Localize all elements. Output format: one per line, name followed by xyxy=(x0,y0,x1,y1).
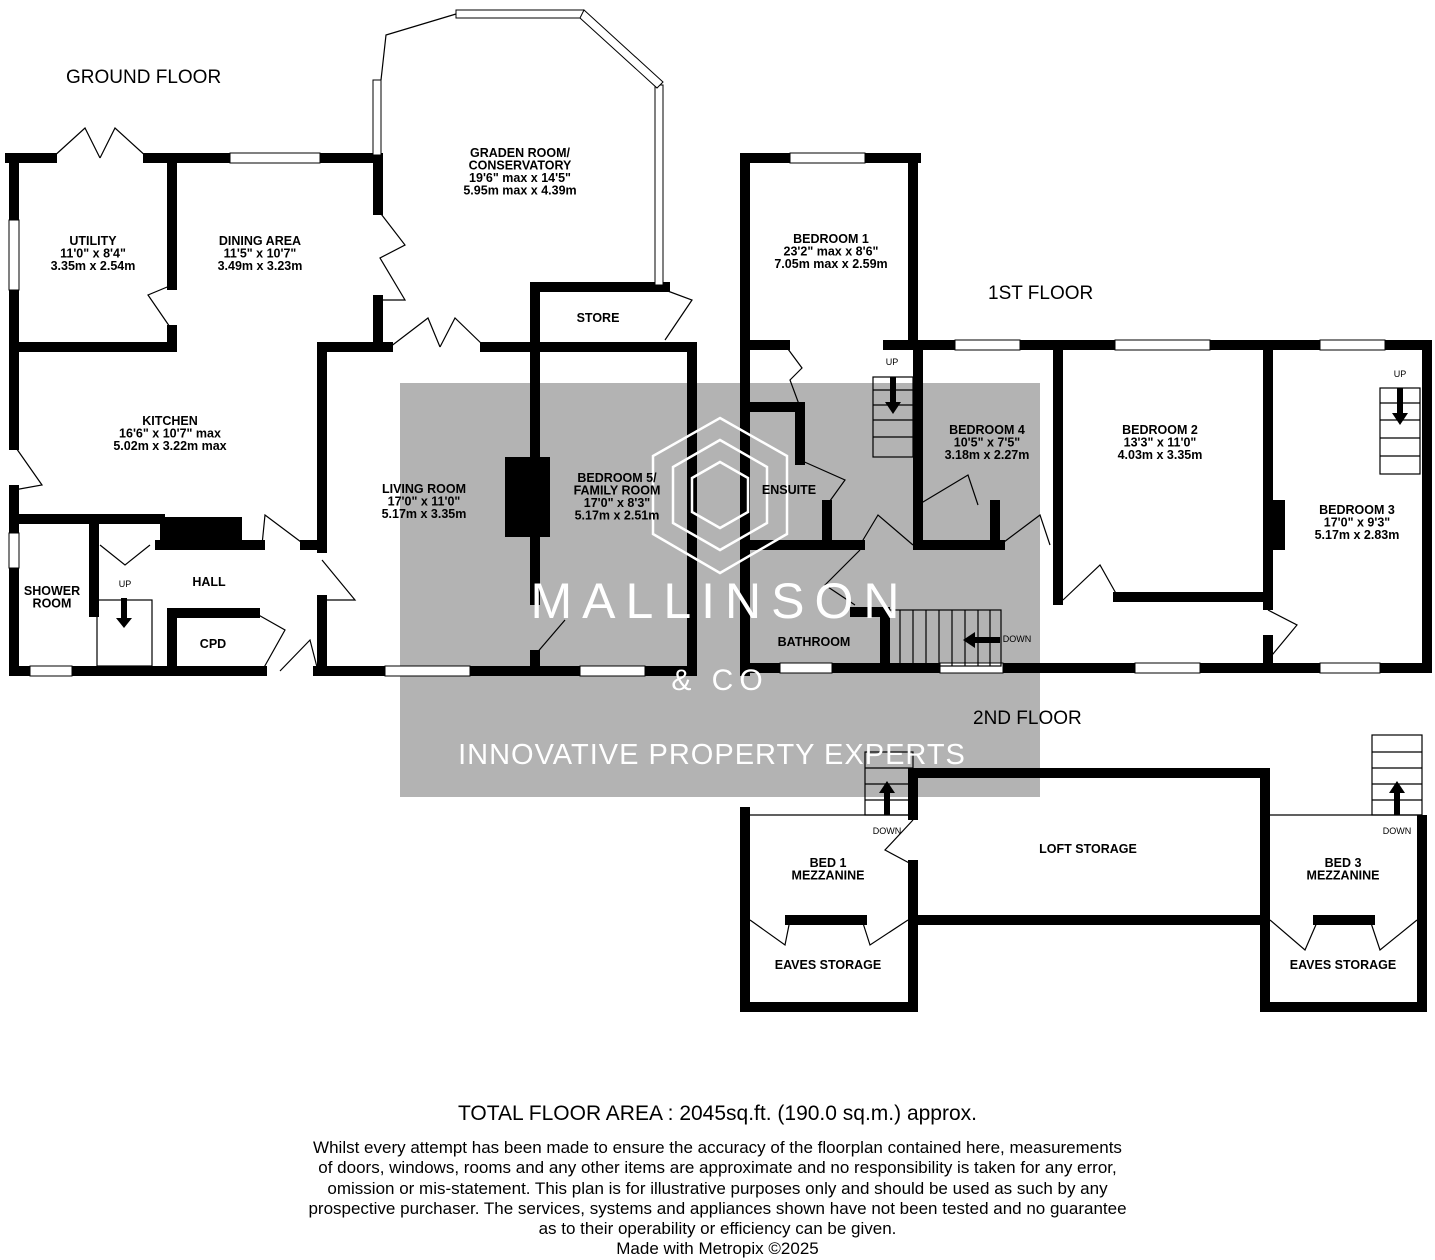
total-floor-area: TOTAL FLOOR AREA : 2045sq.ft. (190.0 sq.… xyxy=(457,1102,977,1125)
room-label-bed3mezz: BED 3 xyxy=(1325,856,1362,870)
disclaimer-line: omission or mis-statement. This plan is … xyxy=(327,1178,1108,1198)
stair-label-up: UP xyxy=(886,357,899,367)
room-label-kitchen: 16'6" x 10'7" max xyxy=(119,427,221,441)
stair-arrow-icon xyxy=(116,598,132,628)
room-label-bedroom5: 17'0" x 8'3" xyxy=(584,496,651,510)
room-label-bed1mezz: MEZZANINE xyxy=(792,869,865,883)
room-label-bedroom3: BEDROOM 3 xyxy=(1319,503,1395,517)
stair-label-up: UP xyxy=(1394,369,1407,379)
room-label-bedroom5: 5.17m x 2.51m xyxy=(575,509,660,523)
room-label-utility: 11'0" x 8'4" xyxy=(60,247,126,261)
room-label-cpd: CPD xyxy=(200,637,226,651)
stair-label-down: DOWN xyxy=(1383,826,1412,836)
room-label-bathroom: BATHROOM xyxy=(778,635,851,649)
chimney-breast xyxy=(1270,500,1285,550)
room-label-bedroom4: BEDROOM 4 xyxy=(949,423,1025,437)
room-label-utility: 3.35m x 2.54m xyxy=(51,259,136,273)
stair-arrow-icon xyxy=(1392,388,1408,425)
room-label-shower: SHOWER xyxy=(24,584,80,598)
watermark-name: MALLINSON xyxy=(531,573,910,629)
chimney-breast xyxy=(160,517,242,547)
room-label-living: 17'0" x 11'0" xyxy=(388,495,461,509)
stair-label-down: DOWN xyxy=(873,826,902,836)
second-floor-walls xyxy=(740,768,1427,1012)
room-label-kitchen: 5.02m x 3.22m max xyxy=(113,439,226,453)
room-label-dining: DINING AREA xyxy=(219,234,301,248)
room-label-bedroom5: FAMILY ROOM xyxy=(574,484,661,498)
watermark-panel xyxy=(400,383,1040,797)
room-label-bedroom2: 4.03m x 3.35m xyxy=(1118,448,1203,462)
watermark-sub: & CO xyxy=(671,664,768,697)
room-label-bed1mezz: BED 1 xyxy=(810,856,847,870)
room-label-bedroom2: 13'3" x 11'0" xyxy=(1124,436,1197,450)
chimney-breast xyxy=(505,457,550,537)
stair-label-down: DOWN xyxy=(1003,634,1032,644)
room-label-conservatory: 19'6" max x 14'5" xyxy=(469,171,571,185)
room-label-living: 5.17m x 3.35m xyxy=(382,507,467,521)
room-label-bedroom5: BEDROOM 5/ xyxy=(577,471,657,485)
room-label-utility: UTILITY xyxy=(69,234,117,248)
watermark-tagline: INNOVATIVE PROPERTY EXPERTS xyxy=(458,739,966,771)
ground-windows xyxy=(8,9,664,677)
stair-arrow-icon xyxy=(885,377,901,414)
room-label-loft: LOFT STORAGE xyxy=(1039,842,1137,856)
disclaimer: Whilst every attempt has been made to en… xyxy=(0,1138,1435,1260)
stair-arrow-icon xyxy=(1389,781,1405,815)
ground-doors xyxy=(13,127,693,672)
room-label-living: LIVING ROOM xyxy=(382,482,466,496)
room-label-bedroom1: 7.05m max x 2.59m xyxy=(774,257,887,271)
room-label-conservatory: 5.95m max x 4.39m xyxy=(463,184,576,198)
room-label-bedroom4: 3.18m x 2.27m xyxy=(945,448,1030,462)
first-floor-walls xyxy=(740,153,1432,676)
floor-label-first: 1ST FLOOR xyxy=(988,283,1093,304)
stair-label-up: UP xyxy=(119,579,132,589)
room-label-conservatory: CONSERVATORY xyxy=(469,159,572,173)
room-label-conservatory: GRADEN ROOM/ xyxy=(470,146,571,160)
room-label-bedroom3: 17'0" x 9'3" xyxy=(1324,516,1391,530)
room-label-bedroom4: 10'5" x 7'5" xyxy=(954,436,1021,450)
room-label-dining: 3.49m x 3.23m xyxy=(218,259,303,273)
floor-label-ground: GROUND FLOOR xyxy=(66,67,221,88)
stair-arrow-icon xyxy=(879,781,895,815)
room-label-dining: 11'5" x 10'7" xyxy=(224,247,297,261)
room-label-kitchen: KITCHEN xyxy=(142,414,198,428)
room-label-bedroom2: BEDROOM 2 xyxy=(1122,423,1198,437)
watermark-logo xyxy=(651,416,789,575)
disclaimer-line: prospective purchaser. The services, sys… xyxy=(308,1198,1127,1218)
room-label-bedroom3: 5.17m x 2.83m xyxy=(1315,528,1400,542)
disclaimer-line: of doors, windows, rooms and any other i… xyxy=(318,1158,1117,1178)
ground-floor-walls xyxy=(5,153,697,676)
room-label-shower: ROOM xyxy=(33,597,72,611)
stair-arrow-icon xyxy=(963,632,1000,648)
room-label-eaves1: EAVES STORAGE xyxy=(775,958,882,972)
room-label-store: STORE xyxy=(577,311,620,325)
room-label-bedroom1: 23'2" max x 8'6" xyxy=(784,245,879,259)
room-label-eaves2: EAVES STORAGE xyxy=(1290,958,1397,972)
credit: Made with Metropix ©2025 xyxy=(616,1239,819,1259)
disclaimer-line: as to their operability or efficiency ca… xyxy=(538,1219,897,1239)
disclaimer-line: Whilst every attempt has been made to en… xyxy=(313,1138,1122,1157)
floor-label-second: 2ND FLOOR xyxy=(973,708,1082,729)
room-label-ensuite: ENSUITE xyxy=(762,483,816,497)
room-label-bedroom1: BEDROOM 1 xyxy=(793,232,869,246)
first-windows xyxy=(779,152,1386,674)
room-label-hall: HALL xyxy=(192,575,226,589)
room-label-bed3mezz: MEZZANINE xyxy=(1307,869,1380,883)
